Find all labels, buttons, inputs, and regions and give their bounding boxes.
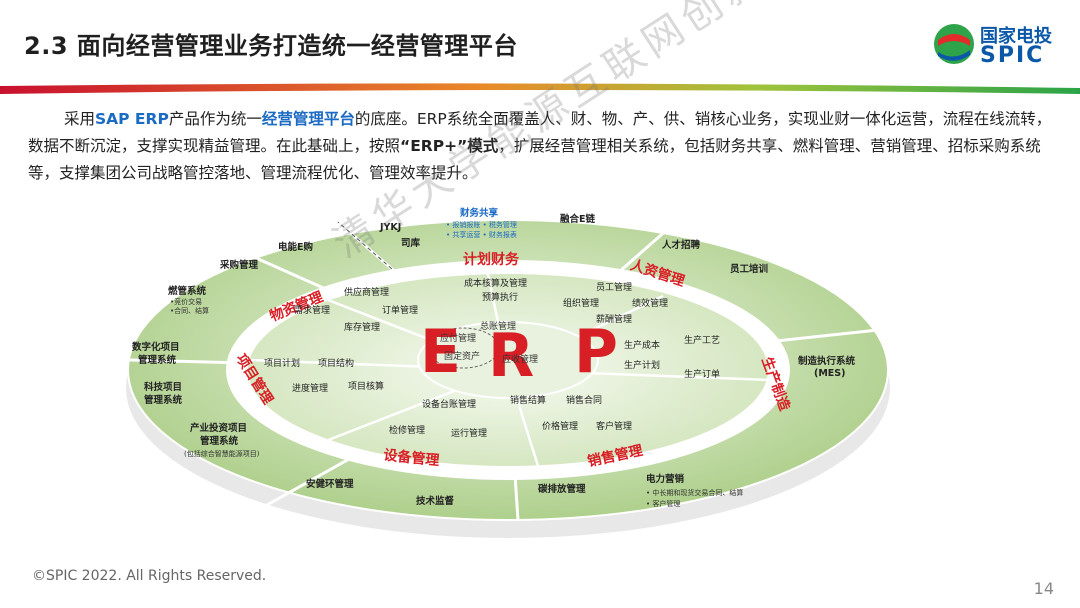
inner-item: 客户管理 (596, 420, 632, 432)
center-item-fa: 固定资产 (444, 350, 480, 362)
outer-item-rczp: 人才招聘 (662, 239, 701, 251)
inner-item: 项目计划 (264, 357, 300, 369)
inner-item: 项目结构 (318, 357, 354, 369)
outer-item-kjxm-2: 管理系统 (144, 394, 183, 406)
band-label-equipment: 设备管理 (383, 446, 440, 469)
outer-item-finshare-sub: • 报销报账 • 税务管理 (446, 220, 517, 229)
page-title: 2.3 面向经营管理业务打造统一经营管理平台 (24, 32, 518, 60)
outer-item-rgxt: 燃管系统 (168, 285, 207, 297)
outer-item-dneg: 电能E购 (278, 241, 313, 253)
inner-item: 组织管理 (563, 297, 599, 309)
logo-en-text: SPIC (980, 43, 1045, 68)
inner-item: 订单管理 (382, 304, 418, 316)
inner-item: 生产计划 (624, 359, 660, 371)
inner-item: 预算执行 (482, 291, 518, 303)
outer-item-cytz: 产业投资项目 (190, 422, 247, 434)
outer-item-jsjd: 技术监督 (416, 495, 455, 507)
outer-item-cytz-sub: (包括综合智慧能源项目) (184, 449, 260, 458)
outer-item-finshare-sub: • 共享运营 • 财务报表 (446, 230, 517, 239)
page-number: 14 (1033, 579, 1054, 598)
outer-item-cggl: 采购管理 (219, 259, 259, 271)
inner-item: 成本核算及管理 (464, 277, 527, 289)
inner-item: 销售结算 (510, 394, 546, 406)
outer-item-dlyx-sub: • 客户管理 (646, 499, 680, 508)
outer-item-siku: 司库 (401, 237, 421, 249)
center-item-ap: 应付管理 (440, 332, 476, 344)
inner-item: 供应商管理 (344, 286, 389, 298)
inner-item: 价格管理 (542, 420, 578, 432)
inner-item: 绩效管理 (632, 297, 668, 309)
outer-item-cytz-2: 管理系统 (200, 435, 239, 447)
inner-item: 销售合同 (566, 394, 602, 406)
center-letter-e: E (420, 317, 461, 387)
outer-item-dlyx: 电力营销 (646, 473, 685, 485)
outer-item-szh: 数字化项目 (131, 341, 180, 353)
logo-cn-text: 国家电投 (980, 26, 1052, 47)
center-letter-r: R (488, 321, 534, 391)
center-item-gl: 总账管理 (480, 320, 516, 332)
erp-ring-diagram: E R P 应付管理 总账管理 固定资产 应收管理 计划财务 人资管理 生产制造… (126, 207, 890, 538)
header-rule (0, 83, 1080, 94)
center-item-ar: 应收管理 (502, 353, 538, 365)
outer-item-ygpx: 员工培训 (730, 263, 768, 275)
outer-item-tpf: 碳排放管理 (538, 483, 586, 495)
outer-item-mes: 制造执行系统 (798, 355, 856, 367)
inner-item: 生产工艺 (684, 334, 720, 346)
outer-item-rhe: 融合E链 (560, 213, 595, 225)
outer-item-kjxm: 科技项目 (144, 381, 182, 393)
center-letter-p: P (574, 317, 618, 387)
inner-item: 生产成本 (624, 339, 660, 351)
inner-item: 设备台账管理 (422, 398, 476, 410)
spic-logo: 国家电投 SPIC (932, 18, 1052, 72)
inner-item: 生产订单 (684, 368, 720, 380)
intro-paragraph: 采用SAP ERP产品作为统一经营管理平台的底座。ERP系统全面覆盖人、财、物、… (28, 110, 1052, 182)
inner-item: 库存管理 (344, 321, 380, 333)
band-label-finance: 计划财务 (463, 251, 520, 268)
inner-item: 运行管理 (451, 427, 487, 439)
inner-item: 员工管理 (596, 281, 632, 293)
copyright-footer: ©SPIC 2022. All Rights Reserved. (32, 568, 267, 584)
inner-item: 需求管理 (294, 304, 330, 316)
outer-item-ajh: 安健环管理 (306, 478, 354, 490)
inner-item: 进度管理 (292, 382, 328, 394)
outer-item-rgxt-sub: •合同、结算 (170, 306, 209, 315)
spic-logo-mark-icon (934, 24, 974, 64)
inner-item: 检修管理 (389, 424, 425, 436)
inner-item: 薪酬管理 (596, 313, 632, 325)
inner-item: 项目核算 (348, 380, 384, 392)
outer-item-finshare: 财务共享 (459, 207, 499, 219)
outer-item-dlyx-sub: • 中长期和现货交易合同、结算 (646, 488, 743, 497)
outer-item-jykj: JYKJ (379, 222, 401, 233)
outer-item-rgxt-sub: •竞价交易 (170, 297, 202, 306)
outer-item-szh-2: 管理系统 (138, 354, 177, 366)
outer-item-mes-abbr: (MES) (814, 368, 845, 379)
